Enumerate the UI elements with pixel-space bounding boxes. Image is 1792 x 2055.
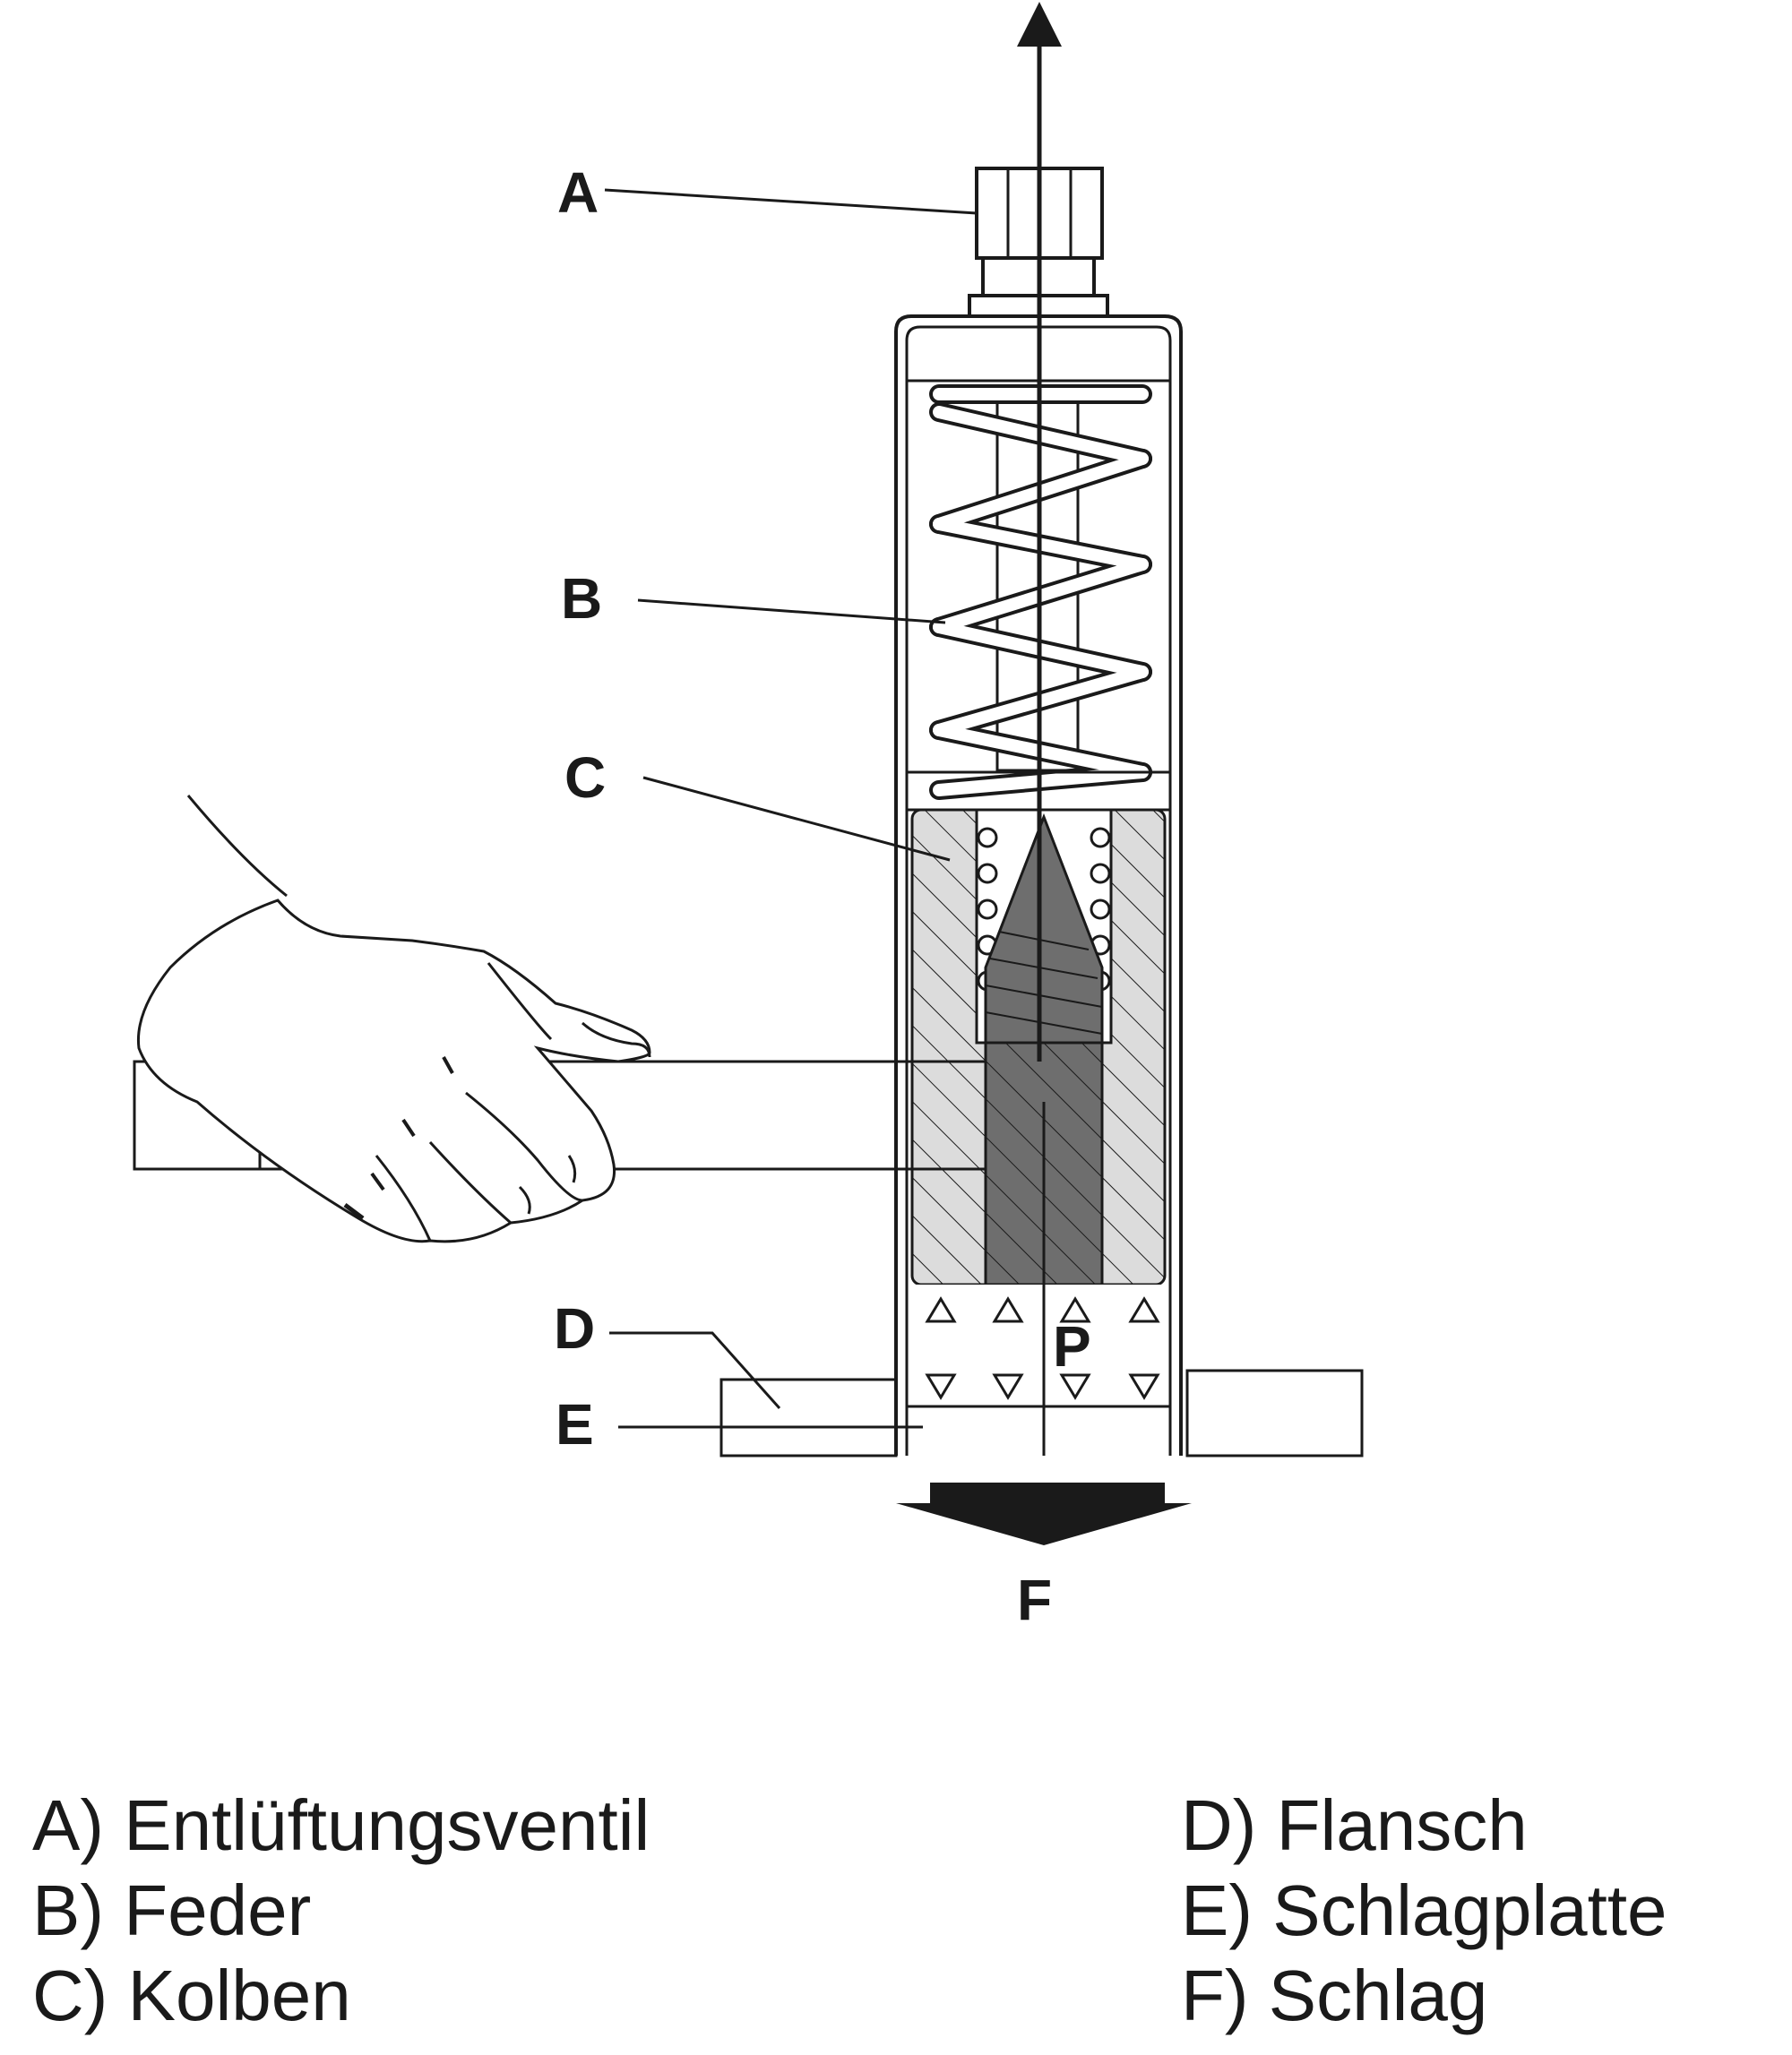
leader-lines bbox=[604, 188, 978, 1429]
callout-d: D bbox=[554, 1296, 595, 1361]
callout-c: C bbox=[564, 745, 606, 810]
legend-item-a: A) Entlüftungsventil bbox=[32, 1785, 650, 1865]
device-diagram: A B C D E F P bbox=[133, 2, 1364, 1632]
legend-left: A) Entlüftungsventil B) Feder C) Kolben bbox=[32, 1783, 650, 2038]
callout-e: E bbox=[556, 1392, 594, 1457]
callout-f: F bbox=[1017, 1568, 1052, 1632]
callout-a: A bbox=[557, 160, 599, 225]
legend-item-f: F) Schlag bbox=[1181, 1956, 1488, 2035]
callout-b: B bbox=[561, 566, 602, 631]
pressure-chamber bbox=[907, 1285, 1170, 1408]
hand-illustration bbox=[133, 795, 986, 1243]
legend-item-d: D) Flansch bbox=[1181, 1785, 1528, 1865]
legend-item-c: C) Kolben bbox=[32, 1956, 351, 2035]
up-arrow bbox=[1017, 2, 1062, 1062]
legend-item-e: E) Schlagplatte bbox=[1181, 1870, 1667, 1950]
callout-p: P bbox=[1053, 1314, 1091, 1379]
legend-right: D) Flansch E) Schlagplatte F) Schlag bbox=[1181, 1783, 1667, 2038]
impact-arrow bbox=[896, 1483, 1192, 1545]
legend-item-b: B) Feder bbox=[32, 1870, 312, 1950]
